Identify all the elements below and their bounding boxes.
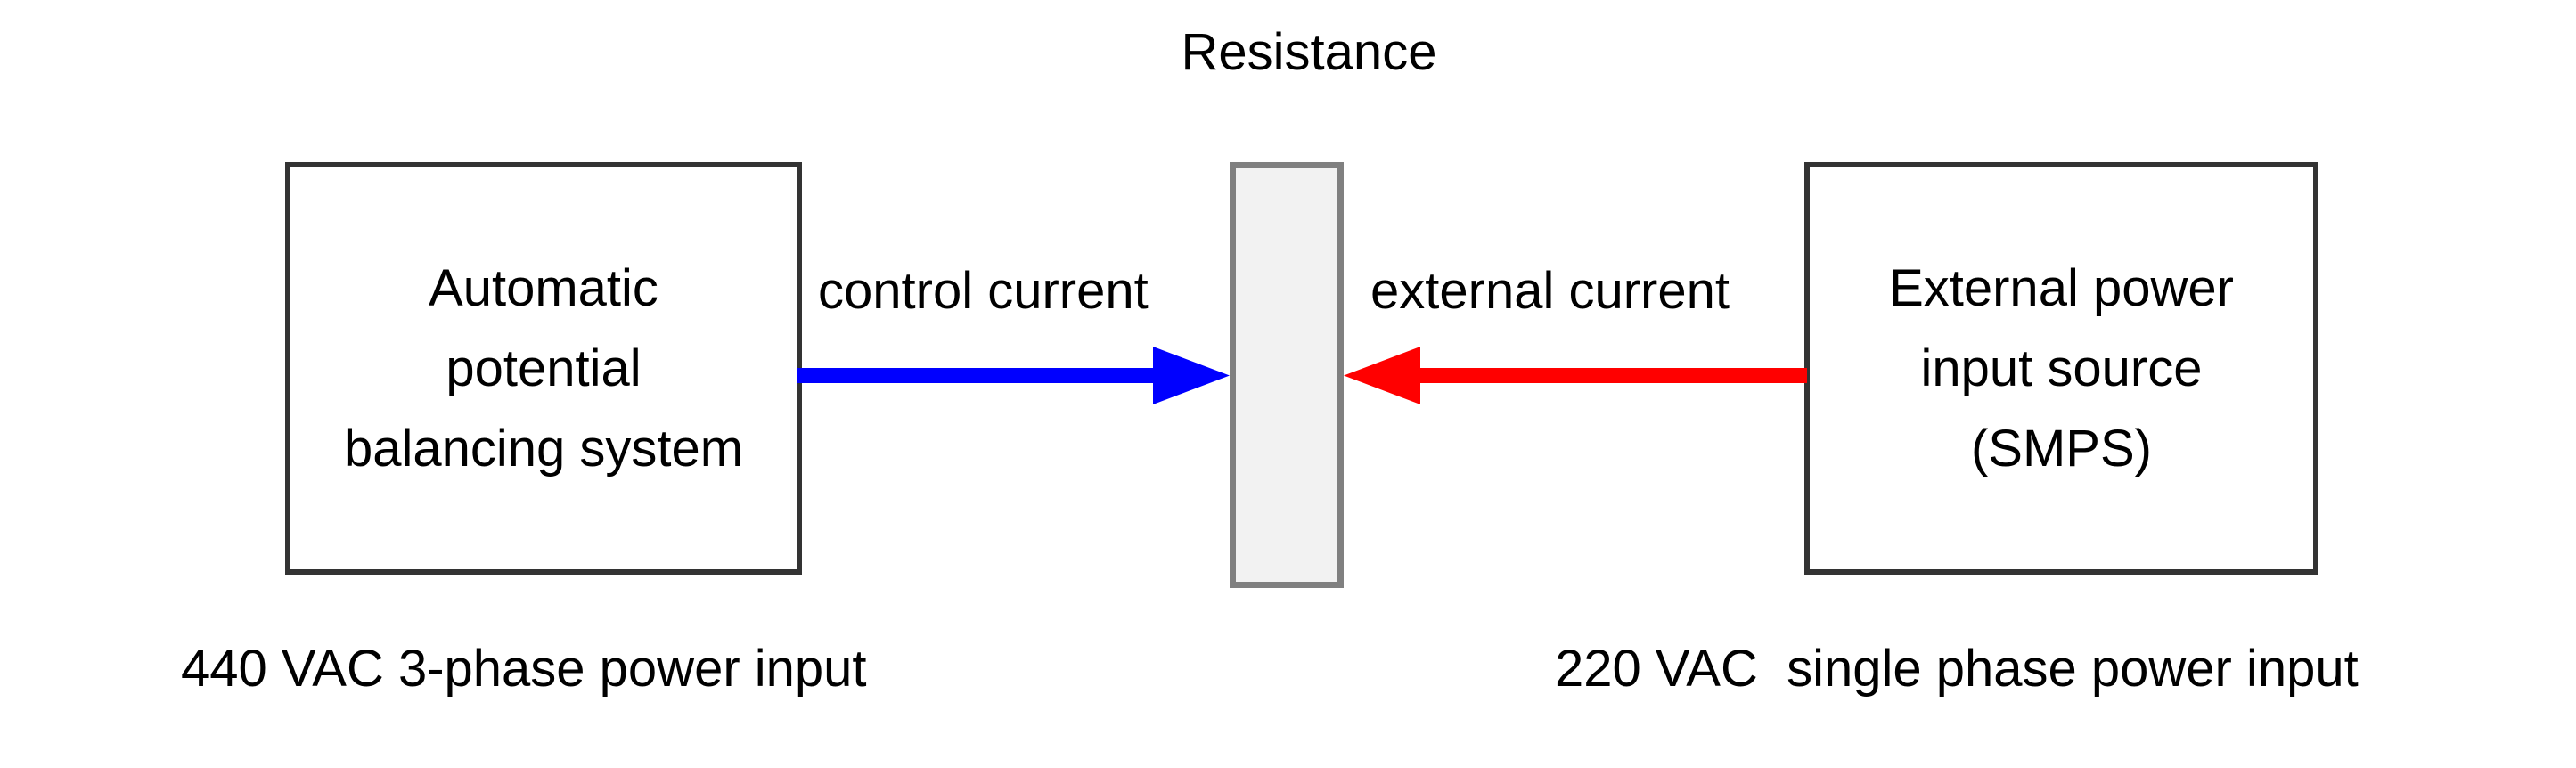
right-box-label: External power input source (SMPS)	[1889, 258, 2234, 478]
resistance-label: Resistance	[1181, 23, 1437, 81]
control-current-label: control current	[818, 262, 1149, 320]
external-current-arrow	[1344, 347, 1807, 404]
resistance-block	[1230, 162, 1344, 588]
external-current-label: external current	[1370, 262, 1730, 320]
right-power-input-caption: 220 VAC single phase power input	[1555, 640, 2359, 698]
control-current-arrow	[797, 347, 1230, 404]
external-power-input-source-box: External power input source (SMPS)	[1804, 162, 2318, 575]
automatic-potential-balancing-system-box: Automatic potential balancing system	[285, 162, 802, 575]
left-box-label: Automatic potential balancing system	[343, 258, 744, 478]
left-power-input-caption: 440 VAC 3-phase power input	[181, 640, 867, 698]
